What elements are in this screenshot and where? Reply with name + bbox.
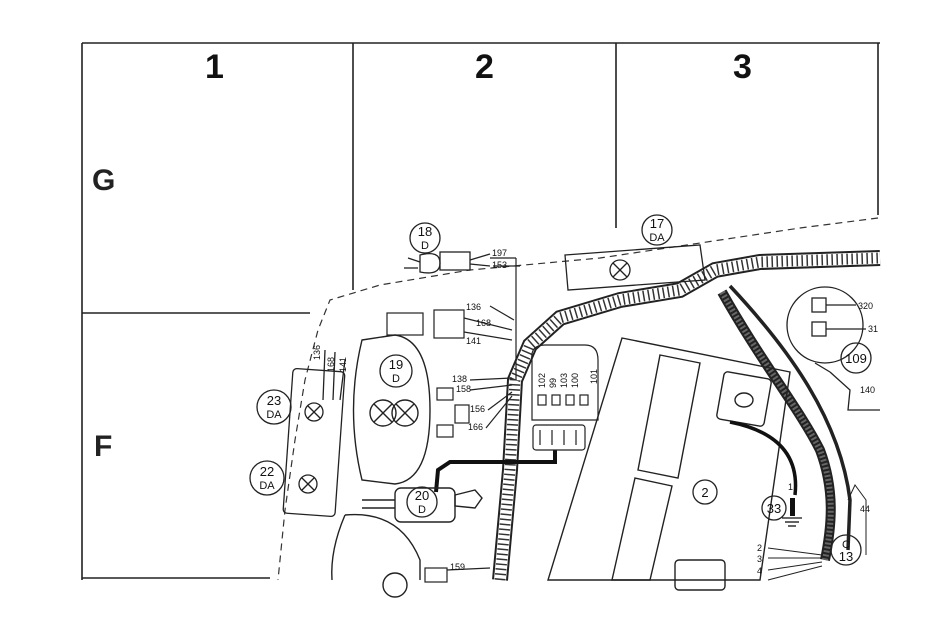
- wire-label: 4: [757, 566, 762, 576]
- wire-label: 1: [788, 482, 793, 492]
- ground-wire: [729, 420, 798, 496]
- wire-label: 166: [468, 422, 483, 432]
- wire-label: 159: [450, 562, 465, 572]
- component-23da-sub: DA: [266, 409, 282, 421]
- component-23da-number: 23: [267, 393, 281, 408]
- wire-label: 168: [476, 318, 491, 328]
- component-2: 2: [692, 479, 718, 505]
- component-c13-number: 13: [839, 549, 853, 564]
- unit-18d: [404, 251, 491, 274]
- connector-block: [531, 344, 599, 451]
- connectors-upper: [386, 257, 520, 380]
- connectors-mid: [436, 377, 513, 438]
- wire-label: 103: [559, 373, 569, 388]
- component-17da-sub: DA: [649, 232, 665, 244]
- row-header-f: F: [94, 430, 112, 463]
- column-header-1: 1: [205, 48, 224, 86]
- column-header-3: 3: [733, 48, 752, 86]
- motor-20d: [362, 487, 483, 523]
- headlamp-lower: [331, 513, 421, 598]
- component-22da: 22 DA: [249, 460, 285, 496]
- lamp-17da: [564, 244, 706, 291]
- wire-label: 3: [757, 554, 762, 564]
- component-19d-number: 19: [389, 357, 403, 372]
- ground-symbol: [782, 517, 802, 527]
- grid-frame: [81, 42, 880, 580]
- wire-label: 320: [858, 301, 873, 311]
- wire-label: 141: [466, 336, 481, 346]
- component-18d-sub: D: [421, 240, 429, 252]
- relay-109: [786, 286, 880, 411]
- component-33-number: 33: [767, 501, 781, 516]
- component-19d: 19 D: [379, 354, 413, 388]
- component-20d: 20 D: [406, 486, 438, 518]
- component-c13-sub: C: [842, 539, 850, 551]
- component-19d-sub: D: [392, 373, 400, 385]
- wire-label: 141: [338, 357, 348, 372]
- wire-label: 138: [452, 374, 467, 384]
- component-17da: 17 DA: [641, 214, 673, 246]
- component-2-number: 2: [701, 485, 708, 500]
- wire-label: 153: [492, 260, 507, 270]
- wire-labels: 197 153 136 168 141 136 168 141 138 158 …: [312, 248, 878, 576]
- wire-label: 156: [470, 404, 485, 414]
- wire-label: 99: [548, 378, 558, 388]
- battery-panel: [547, 337, 791, 591]
- component-109-number: 109: [845, 351, 867, 366]
- column-header-2: 2: [475, 48, 494, 86]
- component-20d-sub: D: [418, 504, 426, 516]
- wire-label: 44: [860, 504, 870, 514]
- wire-label: 168: [326, 357, 336, 372]
- wire-label: 140: [860, 385, 875, 395]
- component-23da: 23 DA: [256, 389, 292, 425]
- wire-label: 197: [492, 248, 507, 258]
- component-17da-number: 17: [650, 216, 664, 231]
- component-22da-sub: DA: [259, 480, 275, 492]
- side-lamps: [282, 349, 346, 518]
- row-header-g: G: [92, 164, 115, 197]
- wire-label: 101: [589, 369, 599, 384]
- wire-label: 102: [537, 373, 547, 388]
- relay-159: [424, 567, 491, 583]
- component-33: 33: [761, 495, 787, 521]
- component-20d-number: 20: [415, 488, 429, 503]
- component-22da-number: 22: [260, 464, 274, 479]
- component-18d: 18 D: [409, 222, 441, 254]
- wire-label: 158: [456, 384, 471, 394]
- component-18d-number: 18: [418, 224, 432, 239]
- wire-label: 2: [757, 543, 762, 553]
- main-harness: [492, 250, 881, 581]
- c13-fanout: [767, 484, 867, 581]
- dense-harness: [717, 284, 852, 561]
- component-c13: C 13: [830, 534, 862, 566]
- wire-label: 100: [570, 373, 580, 388]
- wire-label: 31: [868, 324, 878, 334]
- component-109: 109: [840, 342, 872, 374]
- wire-label: 136: [312, 345, 322, 360]
- thick-wire-20d: [434, 450, 557, 493]
- wire-label: 136: [466, 302, 481, 312]
- headlamp-19d: [352, 334, 431, 485]
- ground-lug: [790, 498, 795, 516]
